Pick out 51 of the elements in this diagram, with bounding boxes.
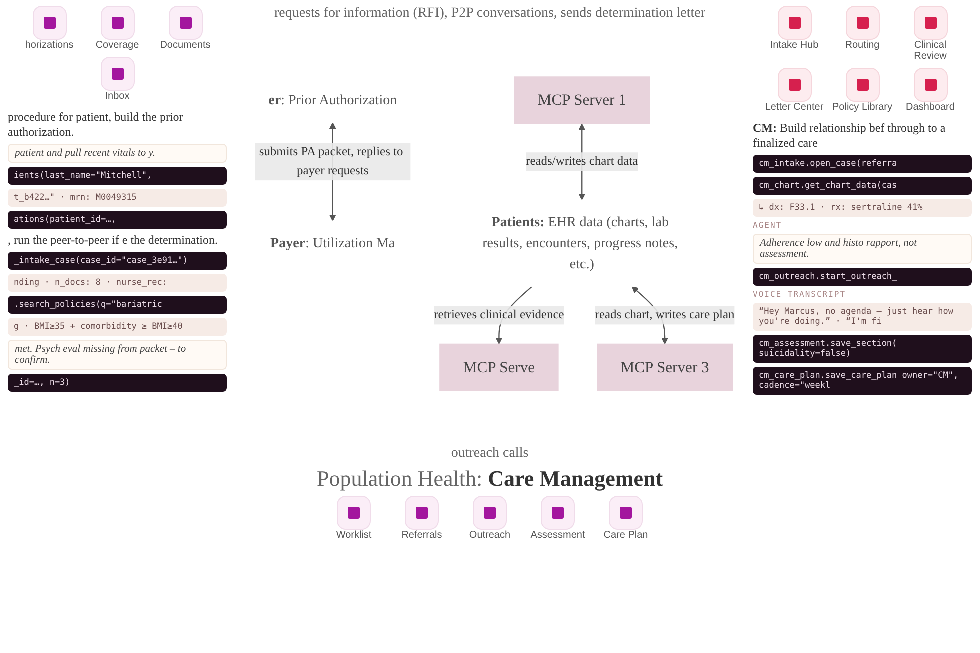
edge-note: requests for information (RFI), P2P conversations, sends determination letter [274,6,706,21]
code-block: cm_assessment.save_section( suicidality=false) [753,335,972,363]
app-label: Dashboard [906,102,955,113]
app-label: Letter Center [765,102,824,113]
description-text: procedure for patient, build the prior authorization. [8,110,184,140]
code-block: cm_outreach.start_outreach_ [753,268,972,286]
agent-note: met. Psych eval missing from packet – to confirm. [8,340,227,370]
edge-label: reads/writes chart data [526,154,638,168]
description-text: CM: Build relationship bef through to a finalized care [753,121,947,151]
edge-label: reads chart, writes care plan [595,308,735,322]
output-block: nding · n_docs: 8 · nurse_rec: [8,274,227,292]
edge-note: outreach calls [450,446,530,462]
app-label: Policy Library [832,102,893,113]
output-block: ↳ dx: F33.1 · rx: sertraline 41% [753,199,972,217]
app-label: Coverage [96,40,140,51]
section-heading: Population Health: Care Management [316,466,664,492]
edge-label: submits PA packet, replies to payer requests [259,146,404,178]
node-text: Patients: EHR data (charts, lab results, encounters, progress notes, etc.) [482,214,678,272]
app-label: Clinical Review [913,40,948,62]
edge-label: retrieves clinical evidence [434,308,564,322]
code-block: cm_care_plan.save_care_plan owner="CM", cadence="weekl [753,367,972,395]
section-tag: VOICE TRANSCRIPT [753,290,972,299]
app-label: Routing [845,40,880,51]
code-block: cm_chart.get_chart_data(cas [753,177,972,195]
output-block: t_b422…" · mrn: M0049315 [8,189,227,207]
code-block: _intake_case(case_id="case_3e91…") [8,252,227,270]
app-label: Referrals [402,530,442,541]
node-box: MCP Serve [440,344,559,392]
output-block: g · BMI≥35 + comorbidity ≥ BMI≥40 [8,318,227,336]
app-label: Assessment [530,530,586,541]
app-label: Documents [160,40,211,51]
code-block: .search_policies(q="bariatric [8,296,227,314]
app-label: Care Plan [604,530,648,541]
node-text: Payer: Utilization Ma [270,235,396,251]
description-text: , run the peer-to-peer if e the determination. [8,233,219,248]
app-label: horizations [25,40,74,51]
node-text: er: Prior Authorization [268,92,398,108]
code-block: ations(patient_id=…, [8,211,227,229]
app-label: Worklist [336,530,372,541]
code-block: ients(last_name="Mitchell", [8,167,227,185]
app-label: Inbox [105,91,130,102]
node-box: MCP Server 1 [514,76,650,124]
section-tag: AGENT [753,221,972,230]
agent-note: patient and pull recent vitals to y. [8,144,227,163]
code-block: cm_intake.open_case(referra [753,155,972,173]
app-label: Outreach [469,530,511,541]
agent-note: Adherence low and histo rapport, not assessment. [753,234,972,264]
code-block: _id=…, n=3) [8,374,227,392]
node-box: MCP Server 3 [597,344,734,392]
output-block: “Hey Marcus, no agenda – just hear how you're doing.” · “I'm fi [753,303,972,331]
app-label: Intake Hub [770,40,819,51]
